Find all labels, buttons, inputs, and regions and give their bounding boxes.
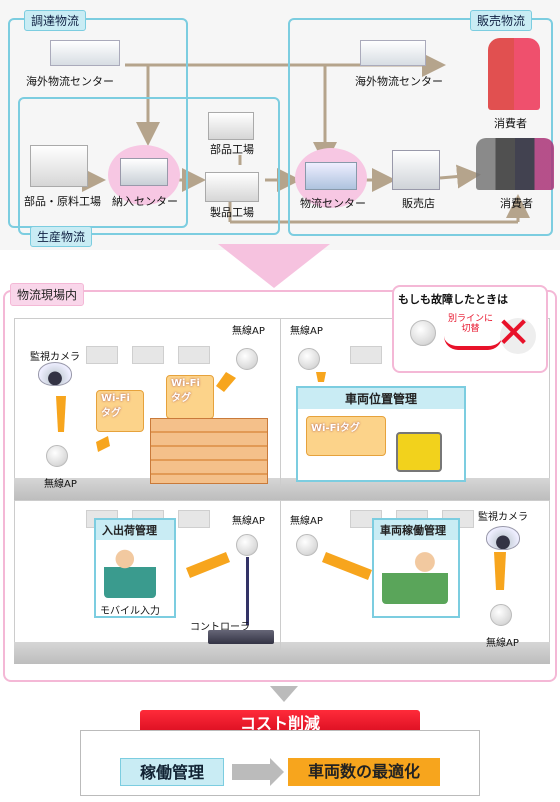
parts-factory-icon [208, 112, 254, 140]
wall-divider-lower [280, 500, 281, 650]
overseas-center-left-label: 海外物流センター [26, 75, 114, 88]
vehicle-position-title: 車両位置管理 [298, 388, 464, 409]
wireless-ap-icon [298, 348, 320, 370]
consumer-bottom-label: 消費者 [500, 197, 533, 210]
consumer-bottom-icon [476, 138, 554, 190]
inout-title: 入出荷管理 [96, 520, 174, 540]
consumer-top-icon [488, 38, 540, 110]
flow-arrows [82, 53, 530, 224]
store-icon [392, 150, 440, 190]
wireless-ap-label: 無線AP [44, 479, 77, 490]
window [350, 346, 382, 364]
cross-icon: ✕ [496, 308, 532, 357]
store-label: 販売店 [402, 197, 435, 210]
production-tab: 生産物流 [30, 226, 93, 247]
cargo-boxes-icon [150, 418, 268, 484]
logistics-center-icon [305, 162, 357, 190]
raw-factory-icon [30, 145, 88, 187]
wireless-ap-label: 無線AP [232, 516, 265, 527]
parts-factory-label: 部品工場 [210, 143, 254, 156]
wall-divider-upper [280, 318, 281, 488]
window [178, 510, 210, 528]
wireless-ap-label: 無線AP [290, 516, 323, 527]
wireless-ap-icon [490, 604, 512, 626]
signal-waves [56, 372, 506, 590]
product-factory-label: 製品工場 [210, 206, 254, 219]
wireless-ap-icon [296, 534, 318, 556]
forklift-icon [396, 432, 442, 472]
delivery-center-icon [120, 158, 168, 186]
mobile-input-label: モバイル入力 [100, 606, 160, 617]
arrow-right-head-icon [270, 758, 284, 786]
wireless-ap-label: 無線AP [486, 638, 519, 649]
camera-label: 監視カメラ [30, 352, 80, 363]
switch-arrow-icon [444, 336, 502, 350]
optimize-badge: 車両数の最適化 [288, 758, 440, 786]
ap-cable [246, 557, 249, 625]
overseas-center-right-label: 海外物流センター [355, 75, 443, 88]
overseas-center-right-icon [360, 40, 426, 66]
wireless-ap-label: 無線AP [232, 326, 265, 337]
wifi-tag-bubble: Wi-Fiタグ [166, 375, 214, 419]
down-arrow-icon [270, 686, 298, 702]
camera-icon [486, 526, 520, 550]
window [86, 346, 118, 364]
wireless-ap-icon [236, 348, 258, 370]
wifi-tag-bubble: Wi-Fiタグ [96, 390, 144, 432]
floor-upper-ground [14, 478, 550, 500]
camera-label: 監視カメラ [478, 512, 528, 523]
failure-title: もしも故障したときは [398, 293, 508, 306]
switch-label: 別ラインに 切替 [448, 314, 494, 334]
camera-icon [38, 362, 72, 386]
procurement-tab: 調達物流 [24, 10, 87, 31]
site-title: 物流現場内 [10, 283, 85, 306]
vehicle-op-title: 車両稼働管理 [374, 520, 458, 540]
operation-badge: 稼働管理 [120, 758, 224, 786]
wireless-ap-icon [410, 320, 436, 346]
big-down-arrow-icon [218, 244, 330, 288]
sales-panel [288, 18, 553, 236]
window [178, 346, 210, 364]
wifi-tag-bubble: Wi-Fiタグ [306, 416, 386, 456]
overseas-center-left-icon [50, 40, 120, 66]
controller-icon [208, 630, 274, 644]
window [132, 346, 164, 364]
logistics-center-label: 物流センター [300, 197, 366, 210]
person-laptop-icon [104, 546, 156, 598]
production-panel [18, 97, 280, 235]
product-factory-icon [205, 172, 259, 202]
sales-tab: 販売物流 [470, 10, 533, 31]
wireless-ap-icon [236, 534, 258, 556]
controller-label: コントローラ [190, 622, 250, 633]
person-laptop-icon [382, 548, 448, 604]
delivery-center-label: 納入センター [112, 195, 178, 208]
consumer-top-label: 消費者 [494, 117, 527, 130]
raw-factory-label: 部品・原料工場 [24, 195, 101, 208]
floor-lower-ground [14, 642, 550, 664]
wireless-ap-icon [46, 445, 68, 467]
procurement-panel [8, 18, 188, 228]
wireless-ap-label: 無線AP [290, 326, 323, 337]
arrow-right-icon [232, 764, 272, 780]
broken-ap-icon [500, 318, 536, 354]
